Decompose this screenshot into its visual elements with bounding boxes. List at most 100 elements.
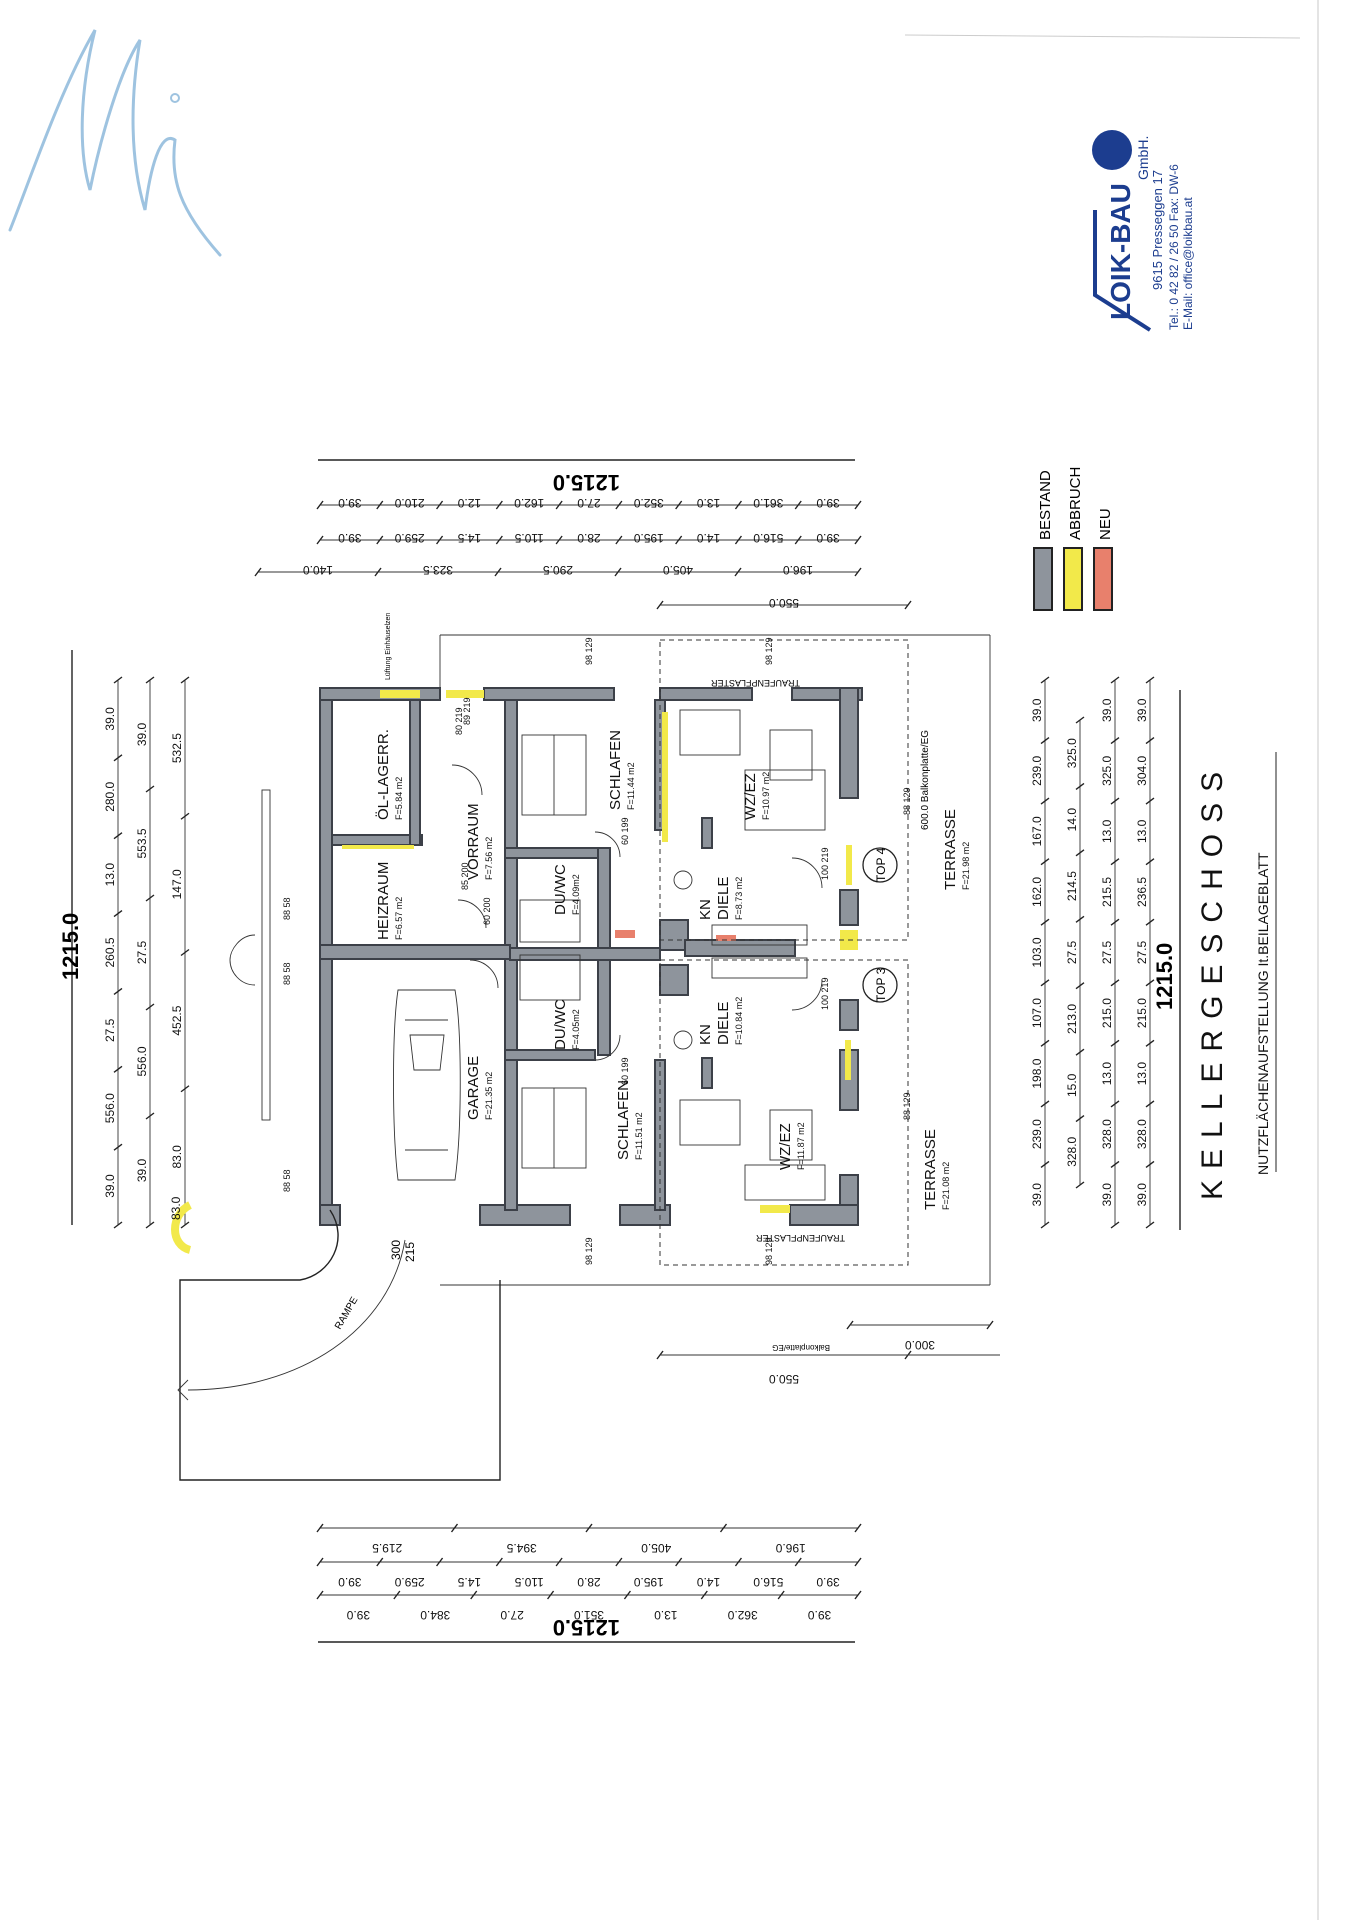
dim-top-r2-label: 39.0	[338, 531, 362, 545]
dim-top-r1-tick	[495, 500, 503, 510]
company-email: E-Mail: office@loikbau.at	[1181, 197, 1195, 330]
room-heizraum-area: F=6.57 m2	[394, 897, 404, 940]
dim-left-inner-label: 27.5	[135, 940, 149, 964]
dim-left-inner-tick	[145, 1003, 155, 1011]
total-bottom: 1215.0	[553, 1615, 620, 1640]
dim-right-r1-label: 39.0	[1030, 1183, 1044, 1207]
dim-bottom-r4-label: 550.0	[769, 1372, 799, 1386]
dim-right-r1-label: 239.0	[1030, 1119, 1044, 1149]
dim-left-inner-label: 39.0	[135, 1158, 149, 1182]
dim-top-r2-label: 28.0	[577, 531, 601, 545]
dim-top-r2-tick	[555, 535, 563, 545]
dim-right-r4-tick	[1145, 676, 1155, 684]
dim-left-inner-tick	[145, 894, 155, 902]
dim-bottom-r2-tick	[675, 1557, 683, 1567]
dim-bottom-r3-label: 405.0	[641, 1541, 671, 1555]
dim-right-r3-label: 325.0	[1100, 755, 1114, 785]
dim-left-inner-tick	[145, 1221, 155, 1229]
dimension-chain-right: 39.0239.0198.0107.0103.0162.0167.0239.03…	[1030, 676, 1155, 1229]
dim-top-r3-label: 323.5	[423, 563, 453, 577]
dim-right-r4-tick	[1145, 1221, 1155, 1229]
dim-left-over-label: 452.5	[170, 1005, 184, 1035]
room-terrasse-top4-name: TERRASSE	[942, 809, 959, 890]
dim-bottom-r2-tick	[316, 1557, 324, 1567]
legend-label-abbruch: ABBRUCH	[1067, 467, 1084, 540]
dim-right-r3-label: 215.5	[1100, 877, 1114, 907]
dim-bottom-r1-label: 39.0	[346, 1608, 370, 1622]
dim-right-r1-tick	[1040, 918, 1050, 926]
dim-bottom-r2-tick	[794, 1557, 802, 1567]
dim-right-r4-tick	[1145, 1100, 1155, 1108]
dim-right-r3-label: 215.0	[1100, 998, 1114, 1028]
room-garage-name: GARAGE	[465, 1056, 482, 1120]
dim-right-r1-label: 198.0	[1030, 1058, 1044, 1088]
room-du-wc-top3-name: DU/WC	[552, 999, 569, 1050]
dim-bottom-r2-label: 39.0	[816, 1575, 840, 1589]
dim-right-r4-label: 328.0	[1135, 1119, 1149, 1149]
dim-left-outer-tick	[113, 1065, 123, 1073]
opening-98-129-top3: 98 129	[584, 1237, 594, 1265]
room-terrasse-top3-name: TERRASSE	[922, 1129, 939, 1210]
dim-bottom-r1-tick	[547, 1590, 555, 1600]
dim-right-r1-label: 162.0	[1030, 877, 1044, 907]
dim-top-r1-tick	[316, 500, 324, 510]
dim-top-r2-tick	[316, 535, 324, 545]
dim-top-r1-label: 27.0	[577, 496, 601, 510]
dim-right-r3-label: 27.5	[1100, 940, 1114, 964]
dim-right-r2-tick	[1075, 1115, 1085, 1123]
dimension-chain-left: 39.0556.027.5260.513.0280.039.039.0556.0…	[103, 676, 190, 1229]
dim-right-r1-tick	[1040, 1100, 1050, 1108]
dim-right-r4-label: 39.0	[1135, 698, 1149, 722]
dim-left-outer-label: 280.0	[103, 781, 117, 811]
dim-top-r2-label: 516.0	[753, 531, 783, 545]
dim-right-r4-tick	[1145, 979, 1155, 987]
lightwell	[261, 789, 271, 1121]
dim-right-r4-tick	[1145, 797, 1155, 805]
dim-bottom-r2-tick	[555, 1557, 563, 1567]
total-right: 1215.0	[1152, 943, 1177, 1010]
dim-bottom-r3-label: 219.5	[372, 1541, 402, 1555]
legend: BESTAND ABBRUCH NEU	[1033, 467, 1114, 611]
dim-right-r1-tick	[1040, 979, 1050, 987]
dim-top-r3-tick	[734, 567, 742, 577]
dim-right-r3-tick	[1110, 797, 1120, 805]
dim-right-r1-tick	[1040, 1160, 1050, 1169]
room-diele-top3-name: DIELE	[715, 1002, 732, 1045]
dim-right-r2-tick	[1075, 1181, 1085, 1189]
dim-top-r1-tick	[555, 500, 563, 510]
top4-label: TOP 4	[874, 847, 888, 882]
dim-bottom-extra-label: 300.0	[905, 1338, 935, 1352]
ramp-dim-83: 83.0	[169, 1196, 183, 1220]
dim-top-r2-label: 14.5	[457, 531, 481, 545]
dim-top-r2-tick	[675, 535, 683, 545]
dim-bottom-r2-label: 14.5	[457, 1575, 481, 1589]
dim-right-r1-tick	[1040, 797, 1050, 805]
dim-bottom-r2-label: 516.0	[753, 1575, 783, 1589]
room-vorraum-area: F=7.56 m2	[484, 837, 494, 880]
dim-right-r1-label: 39.0	[1030, 698, 1044, 722]
dim-right-r3-tick	[1110, 736, 1120, 745]
room-ol-lager-name: ÖL-LAGERR.	[374, 729, 392, 820]
door-60-199-top3: 60 199	[620, 1057, 630, 1085]
dim-bottom-r2-tick	[854, 1557, 862, 1567]
dim-top-r2-tick	[376, 535, 384, 545]
dim-left-inner-tick	[145, 1112, 155, 1120]
dim-left-outer-tick	[113, 832, 123, 840]
dim-right-r3-tick	[1110, 1160, 1120, 1169]
opening-98-129-top3-b: 98 129	[764, 1237, 774, 1265]
room-terrasse-top3-area: F=21.08 m2	[941, 1162, 951, 1210]
terrace-outlines: TRAUFENPFLASTER TRAUFENPFLASTER 600.0 Ba…	[385, 613, 991, 1286]
dim-right-r4-tick	[1145, 736, 1155, 745]
dim-right-r2-tick	[1075, 1048, 1085, 1056]
company-address: 9615 Presseggen 17	[1150, 170, 1165, 290]
ramp-dim-215: 215	[403, 1242, 417, 1262]
dim-bottom-r3-tick	[450, 1523, 459, 1533]
dim-bottom-r3-label: 196.0	[775, 1541, 805, 1555]
dim-left-over-label: 147.0	[170, 869, 184, 899]
dim-left-outer-tick	[113, 1143, 123, 1151]
dim-bottom-r1-tick	[316, 1590, 324, 1600]
dim-top-r3-tick	[374, 567, 382, 577]
balkonplatte-bottom-note: Balkonplatte/EG	[772, 1343, 830, 1352]
dim-bottom-r1-tick	[854, 1590, 862, 1600]
